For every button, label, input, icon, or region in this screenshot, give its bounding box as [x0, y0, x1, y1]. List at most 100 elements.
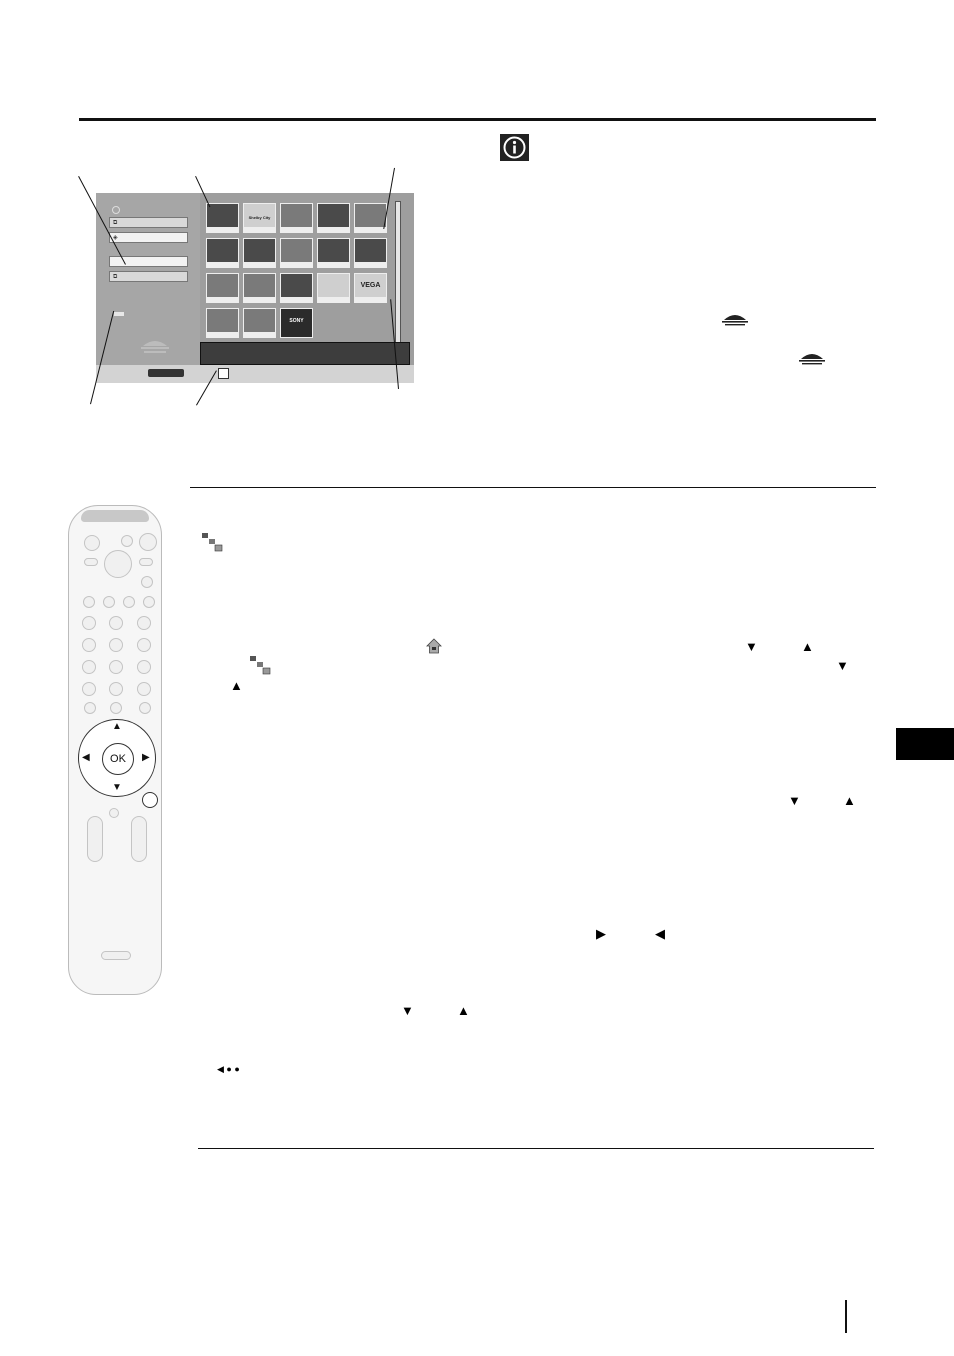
- up-arrow-icon: ▲: [457, 1003, 470, 1018]
- screen-info-bar: [200, 342, 410, 365]
- screen-checkbox: [218, 368, 229, 379]
- up-arrow-icon: ▲: [843, 793, 856, 808]
- down-arrow-icon: ▼: [401, 1003, 414, 1018]
- thumbnail: Shelby City: [243, 203, 276, 233]
- thumbnail-grid: Shelby City VEGA SONY: [206, 203, 392, 341]
- section-rule: [190, 487, 876, 488]
- nav-buttons-icon: [148, 369, 184, 377]
- right-arrow-icon: ▶: [596, 926, 606, 941]
- remote-number-button: [82, 638, 96, 652]
- memory-stick-icon: [142, 792, 158, 808]
- remote-button: [141, 576, 153, 588]
- remote-button: [101, 951, 131, 960]
- remote-volume-rocker: [87, 816, 103, 862]
- up-arrow-icon: ▲: [801, 639, 814, 654]
- down-arrow-icon: ▼: [745, 639, 758, 654]
- section-tab: [896, 728, 954, 760]
- thumbnail: [206, 238, 239, 268]
- thumbnail: SONY: [280, 308, 313, 338]
- remote-number-button: [82, 682, 96, 696]
- thumbnail: [317, 273, 350, 303]
- down-arrow-icon: ▼: [788, 793, 801, 808]
- remote-channel-rocker: [131, 816, 147, 862]
- screen-status-chip: [114, 312, 124, 316]
- thumbnail: [354, 203, 387, 233]
- tv-screen-illustration: ⧉ ◈ ⧉ Shelby City VEGA SONY: [96, 193, 414, 383]
- screen-bottom-bar: [96, 365, 414, 383]
- remote-button: [103, 596, 115, 608]
- remote-number-button: [109, 682, 123, 696]
- remote-ok-button: OK: [102, 743, 134, 775]
- thumbnail: VEGA: [354, 273, 387, 303]
- remote-number-button: [137, 638, 151, 652]
- thumbnail: [354, 238, 387, 268]
- thumbnail: [206, 203, 239, 233]
- back-button-icon: ◀ ● ●: [217, 1064, 240, 1074]
- remote-button: [104, 550, 132, 578]
- remote-button: [139, 702, 151, 714]
- left-arrow-icon: ◀: [655, 926, 665, 941]
- remote-button: [121, 535, 133, 547]
- up-arrow-icon: ▲: [112, 721, 122, 732]
- menu-icon: ⧉: [113, 274, 118, 280]
- remote-button: [123, 596, 135, 608]
- page-marker-rule: [845, 1300, 847, 1333]
- thumbnail: [280, 238, 313, 268]
- remote-top-strip: [81, 510, 149, 522]
- screen-menu-item-selected: ◈: [109, 232, 188, 243]
- screen-menu-item: ⧉: [109, 271, 188, 282]
- thumbnail: [280, 203, 313, 233]
- menu-icon: ⧉: [113, 220, 118, 226]
- remote-number-button: [109, 616, 123, 630]
- remote-button: [139, 533, 157, 551]
- thumbnail: [317, 238, 350, 268]
- remote-button: [83, 596, 95, 608]
- remote-number-button: [137, 616, 151, 630]
- footer-rule: [198, 1148, 874, 1149]
- thumbnail: [243, 273, 276, 303]
- thumbnail: [280, 273, 313, 303]
- thumbnail: [206, 308, 239, 338]
- thumbnail: [243, 308, 276, 338]
- screen-scrollbar: [395, 201, 401, 345]
- info-icon: [500, 134, 529, 161]
- up-arrow-icon: ▲: [230, 678, 243, 693]
- memory-stick-icon: [720, 312, 750, 333]
- thumbnail: [206, 273, 239, 303]
- thumbnail-icon: [249, 655, 271, 680]
- header-rule: [79, 118, 876, 121]
- remote-number-button: [82, 660, 96, 674]
- remote-number-button: [82, 616, 96, 630]
- remote-control: ▲ ▼ ◀ ▶ OK: [68, 505, 162, 995]
- menu-icon: ◈: [113, 235, 118, 241]
- remote-button: [84, 558, 98, 566]
- memory-stick-icon: [797, 351, 827, 372]
- home-icon: [426, 638, 442, 659]
- logo-text: Shelby City: [248, 215, 271, 220]
- screen-sidebar: ⧉ ◈ ⧉: [96, 193, 200, 365]
- down-arrow-icon: ▼: [112, 782, 122, 793]
- sony-label: SONY: [289, 318, 304, 324]
- remote-button: [84, 535, 100, 551]
- thumbnail-icon: [201, 532, 223, 557]
- remote-button: [143, 596, 155, 608]
- remote-button: [110, 702, 122, 714]
- vega-label: VEGA: [360, 282, 381, 289]
- remote-button: [109, 808, 119, 818]
- remote-button: [139, 558, 153, 566]
- screen-menu-item: ⧉: [109, 217, 188, 228]
- thumbnail: [243, 238, 276, 268]
- remote-number-button: [137, 660, 151, 674]
- left-arrow-icon: ◀: [82, 752, 90, 763]
- memory-stick-icon: [138, 336, 172, 356]
- down-arrow-icon: ▼: [836, 658, 849, 673]
- remote-number-button: [109, 638, 123, 652]
- remote-button: [84, 702, 96, 714]
- remote-number-button: [137, 682, 151, 696]
- right-arrow-icon: ▶: [142, 752, 150, 763]
- home-icon: [112, 206, 120, 214]
- remote-dpad: ▲ ▼ ◀ ▶ OK: [78, 719, 156, 797]
- screen-menu-item: [109, 256, 188, 267]
- thumbnail: [317, 203, 350, 233]
- remote-number-button: [109, 660, 123, 674]
